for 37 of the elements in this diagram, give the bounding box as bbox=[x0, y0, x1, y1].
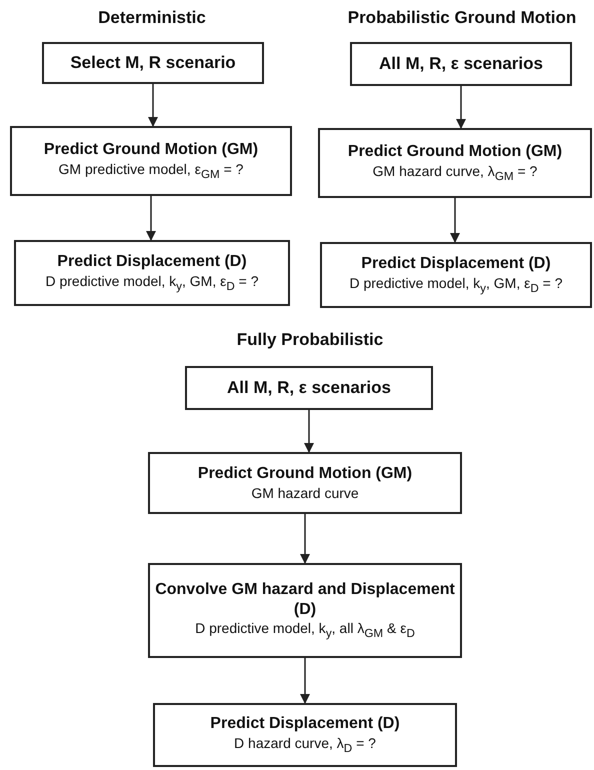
box-title: Predict Ground Motion (GM) bbox=[198, 464, 412, 484]
process-box bbox=[185, 366, 433, 410]
box-title: All M, R, ε scenarios bbox=[227, 378, 391, 398]
process-box bbox=[318, 128, 592, 198]
column-heading: Deterministic bbox=[98, 8, 206, 28]
box-detail: D predictive model, k$_{y}$, GM, ε$_{D}$ = ? bbox=[349, 274, 563, 296]
process-box bbox=[350, 42, 572, 86]
box-detail: GM hazard curve, λ$_{GM}$ = ? bbox=[372, 162, 538, 184]
arrow bbox=[304, 410, 314, 453]
process-box bbox=[153, 703, 457, 767]
box-title: Predict Ground Motion (GM) bbox=[44, 140, 258, 160]
box-detail: GM hazard curve bbox=[251, 484, 359, 502]
process-box bbox=[14, 240, 290, 306]
process-box bbox=[42, 42, 264, 84]
column-heading: Probabilistic Ground Motion bbox=[348, 8, 576, 28]
box-detail: GM predictive model, ε$_{GM}$ = ? bbox=[58, 160, 244, 182]
column-heading: Fully Probabilistic bbox=[236, 330, 384, 350]
box-title: Predict Displacement (D) bbox=[210, 714, 400, 734]
box-detail: D predictive model, k$_{y}$, all λ$_{GM}$ & ε$_{D}$ bbox=[195, 618, 415, 641]
arrow bbox=[456, 86, 466, 129]
box-title: Predict Ground Motion (GM) bbox=[348, 142, 562, 162]
box-detail: D hazard curve, λ$_{D}$ = ? bbox=[234, 734, 376, 756]
arrow bbox=[300, 658, 310, 704]
arrow bbox=[146, 196, 156, 241]
arrow bbox=[148, 84, 158, 127]
process-box bbox=[148, 563, 462, 658]
arrow bbox=[450, 198, 460, 243]
arrow bbox=[300, 514, 310, 564]
box-title: Convolve GM hazard and Displacement (D) bbox=[154, 580, 456, 619]
box-title: Select M, R scenario bbox=[70, 52, 236, 74]
process-box bbox=[320, 242, 592, 308]
box-detail: D predictive model, k$_{y}$, GM, ε$_{D}$ = ? bbox=[45, 272, 259, 294]
box-title: Predict Displacement (D) bbox=[361, 254, 551, 274]
box-title: Predict Displacement (D) bbox=[57, 252, 247, 272]
process-box bbox=[148, 452, 462, 514]
process-box bbox=[10, 126, 292, 196]
box-title: All M, R, ε scenarios bbox=[379, 54, 543, 74]
